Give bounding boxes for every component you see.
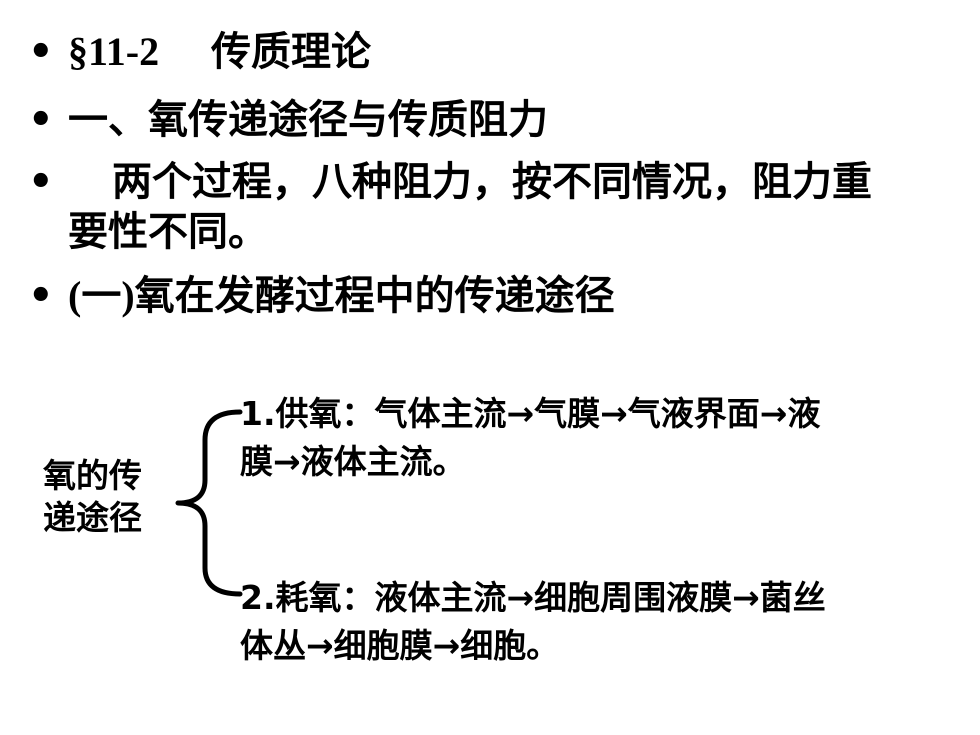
subsection-title: 一、氧传递途径与传质阻力 bbox=[68, 97, 548, 143]
diagram-root-label-line1: 氧的传 bbox=[43, 456, 142, 495]
branch-supply-line1: 1.供氧：气体主流→气膜→气液界面→液 bbox=[240, 394, 821, 433]
diagram-root-label-line2: 递途径 bbox=[43, 498, 142, 537]
branch-consumption-line2: 体丛→细胞膜→细胞。 bbox=[240, 626, 560, 665]
diagram-branch-supply: 1.供氧：气体主流→气膜→气液界面→液 膜→液体主流。 bbox=[240, 390, 940, 486]
subsubsection-title: 氧在发酵过程中的传递途径 bbox=[134, 273, 615, 319]
section-number: §11-2 bbox=[68, 29, 160, 74]
subsubsection-number: (一) bbox=[68, 273, 135, 318]
bullet-icon: • bbox=[28, 273, 54, 319]
curly-brace-icon bbox=[175, 409, 243, 597]
section-title: 传质理论 bbox=[211, 29, 371, 75]
branch-supply-line2: 膜→液体主流。 bbox=[240, 442, 466, 481]
branch-consumption-line1: 2.耗氧：液体主流→细胞周围液膜→菌丝 bbox=[240, 578, 826, 617]
bullet-icon: • bbox=[28, 97, 54, 143]
bullet-icon: • bbox=[28, 29, 54, 75]
diagram-root-label: 氧的传 递途径 bbox=[43, 455, 168, 539]
paragraph-text-line2: 要性不同。 bbox=[68, 209, 268, 255]
paragraph-text-line1: 两个过程，八种阻力，按不同情况，阻力重 bbox=[112, 159, 872, 205]
diagram-branch-consumption: 2.耗氧：液体主流→细胞周围液膜→菌丝 体丛→细胞膜→细胞。 bbox=[240, 574, 940, 670]
bullet-icon: • bbox=[28, 159, 54, 205]
